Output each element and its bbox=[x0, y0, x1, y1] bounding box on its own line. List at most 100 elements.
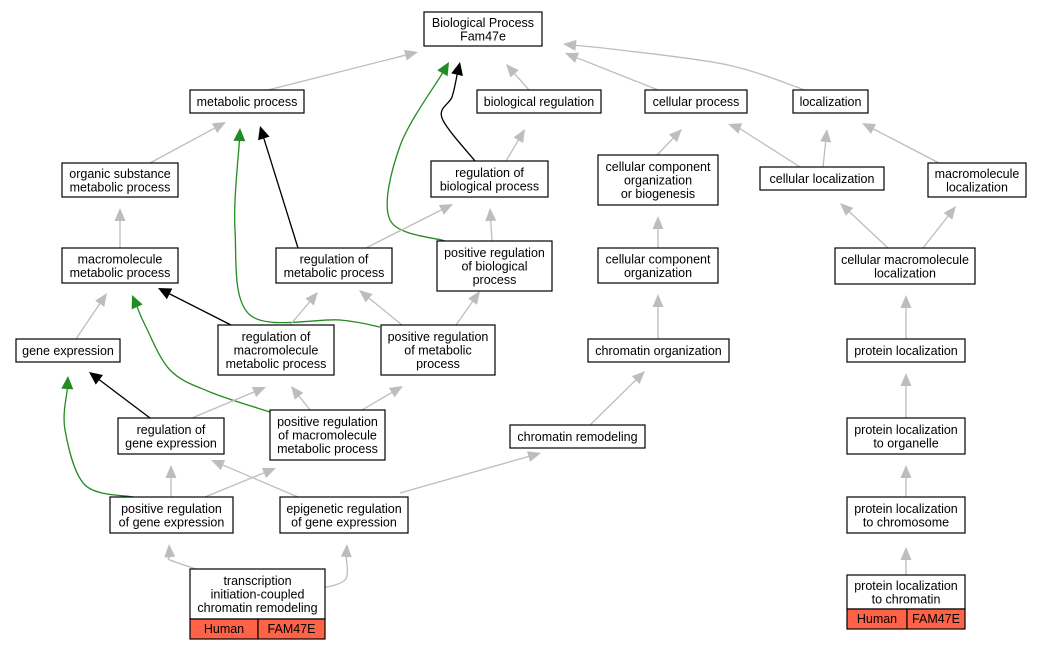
arrowhead-icon bbox=[261, 467, 276, 479]
node-label: localization bbox=[946, 180, 1008, 194]
arrowhead-icon bbox=[513, 129, 525, 143]
edge-is-a bbox=[900, 295, 912, 339]
arrowhead-icon bbox=[820, 129, 832, 143]
node-metabolic[interactable]: metabolic process bbox=[189, 89, 305, 114]
node-box bbox=[792, 89, 869, 114]
arrowhead-icon bbox=[652, 216, 664, 229]
node-label: protein localization bbox=[854, 502, 958, 516]
arrowhead-icon bbox=[900, 295, 912, 308]
node-label: positive regulation bbox=[388, 330, 489, 344]
node-label: biological process bbox=[440, 179, 539, 193]
node-cellloc[interactable]: cellular localization bbox=[759, 166, 885, 191]
edge-is-a bbox=[900, 547, 912, 575]
node-label: chromatin remodeling bbox=[197, 601, 317, 615]
arrowhead-icon bbox=[305, 292, 318, 306]
arrowhead-icon bbox=[900, 373, 912, 386]
gene-label: FAM47E bbox=[912, 612, 960, 626]
arrowhead-icon bbox=[404, 49, 418, 61]
arrowhead-icon bbox=[211, 460, 226, 471]
edge-is-a bbox=[455, 291, 480, 326]
arrowhead-icon bbox=[451, 62, 463, 77]
node-label: cellular localization bbox=[770, 172, 875, 186]
node-box bbox=[597, 247, 719, 284]
node-label: protein localization bbox=[854, 344, 958, 358]
arrowhead-icon bbox=[258, 126, 270, 141]
node-label: epigenetic regulation bbox=[286, 502, 401, 516]
node-box bbox=[61, 162, 179, 198]
arrowhead-icon bbox=[164, 544, 176, 558]
node-box bbox=[430, 160, 549, 198]
gene-cell bbox=[906, 608, 966, 630]
gene-label: FAM47E bbox=[268, 622, 316, 636]
node-label: or biogenesis bbox=[621, 187, 695, 201]
node-localization[interactable]: localization bbox=[792, 89, 869, 114]
arrowhead-icon bbox=[900, 547, 912, 560]
node-bioreg[interactable]: biological regulation bbox=[476, 89, 602, 114]
arrowhead-icon bbox=[291, 386, 304, 400]
node-box bbox=[61, 247, 179, 284]
node-geneexp[interactable]: gene expression bbox=[15, 338, 121, 363]
node-box bbox=[423, 11, 543, 47]
edge-regulates bbox=[258, 126, 299, 249]
arrowhead-icon bbox=[340, 544, 352, 558]
arrowhead-icon bbox=[943, 206, 956, 220]
node-label: regulation of bbox=[242, 330, 311, 344]
arrowhead-icon bbox=[468, 291, 480, 305]
arrowhead-icon bbox=[900, 465, 912, 478]
edge-positively-regulates bbox=[386, 62, 449, 242]
node-label: cellular component bbox=[606, 252, 711, 266]
edge-regulates bbox=[440, 62, 476, 162]
edge-is-a bbox=[289, 292, 318, 326]
node-label: to organelle bbox=[873, 436, 938, 450]
node-box bbox=[436, 240, 553, 292]
node-box bbox=[279, 496, 409, 534]
node-box bbox=[275, 247, 393, 284]
node-label: localization bbox=[800, 95, 862, 109]
edge-is-a bbox=[485, 208, 497, 242]
arrowhead-icon bbox=[95, 293, 107, 307]
edge-is-a bbox=[563, 39, 806, 91]
arrowhead-icon bbox=[437, 62, 449, 77]
arrowhead-icon bbox=[158, 288, 173, 300]
edge-is-a bbox=[820, 129, 832, 168]
node-box bbox=[109, 496, 234, 534]
arrowhead-icon bbox=[131, 295, 143, 310]
node-box bbox=[846, 496, 966, 534]
node-label: cellular component bbox=[606, 160, 711, 174]
edge-is-a bbox=[399, 451, 541, 494]
node-chromremod[interactable]: chromatin remodeling bbox=[509, 424, 646, 449]
node-label: of gene expression bbox=[291, 515, 397, 529]
arrowhead-icon bbox=[506, 64, 519, 78]
edge-is-a bbox=[656, 129, 682, 156]
node-label: to chromosome bbox=[863, 515, 949, 529]
species-label: Human bbox=[857, 612, 897, 626]
annotation-badge: Human FAM47E bbox=[846, 608, 966, 630]
edge-regulates bbox=[89, 372, 151, 419]
node-cellular[interactable]: cellular process bbox=[644, 89, 748, 114]
node-chromorg[interactable]: chromatin organization bbox=[587, 338, 730, 363]
node-label: chromatin organization bbox=[595, 344, 722, 358]
node-label: transcription bbox=[223, 574, 291, 588]
node-protloc[interactable]: protein localization bbox=[846, 338, 966, 363]
node-tici[interactable]: transcriptioninitiation-coupledchromatin… bbox=[189, 568, 326, 640]
